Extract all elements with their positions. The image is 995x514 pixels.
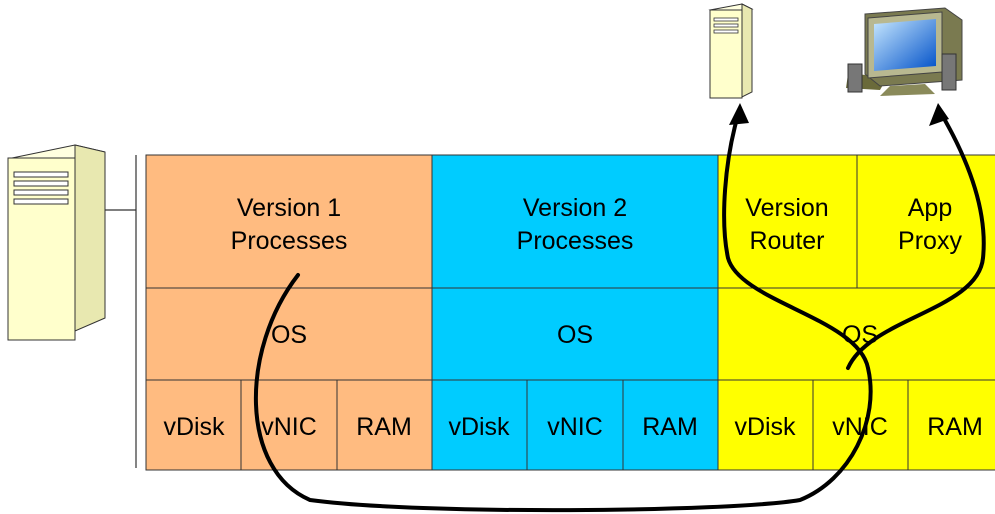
- router-os-label: OS: [842, 321, 878, 349]
- arrow-to-target-server-icon: [729, 103, 749, 125]
- v1-vdisk-label: vDisk: [163, 413, 225, 441]
- v1-vnic-label: vNIC: [261, 413, 317, 441]
- router-ram-label: RAM: [927, 413, 983, 441]
- app-proxy-line-1: App: [908, 194, 952, 222]
- v2-vnic-label: vNIC: [547, 413, 603, 441]
- client-computer-icon: [846, 7, 963, 96]
- version1-column: Version 1 Processes OS vDisk vNIC RAM: [145, 154, 433, 471]
- v2-os-label: OS: [557, 321, 593, 349]
- traffic-paths: [254, 113, 986, 513]
- path-to-version1: [254, 113, 873, 513]
- router-column: Version Router App Proxy OS vDisk vNIC R…: [717, 154, 995, 471]
- version-router-line-1: Version: [745, 194, 828, 222]
- arrow-to-client-icon: [929, 103, 949, 126]
- version2-column: Version 2 Processes OS vDisk vNIC RAM: [431, 154, 719, 471]
- host-server-icon: [7, 144, 106, 341]
- arrowheads: [729, 103, 949, 126]
- v1-process-line-2: Processes: [231, 227, 348, 255]
- v2-vdisk-label: vDisk: [448, 413, 510, 441]
- version-router-line-2: Router: [749, 227, 824, 255]
- v2-ram-label: RAM: [642, 413, 698, 441]
- router-vdisk-label: vDisk: [734, 413, 796, 441]
- path-to-proxy: [846, 113, 986, 370]
- v1-ram-label: RAM: [356, 413, 412, 441]
- v1-process-line-1: Version 1: [237, 194, 341, 222]
- v2-process-line-2: Processes: [517, 227, 634, 255]
- v2-process-line-1: Version 2: [523, 194, 627, 222]
- v1-os-label: OS: [271, 321, 307, 349]
- app-proxy-line-2: Proxy: [898, 227, 962, 255]
- target-server-icon: [708, 3, 754, 99]
